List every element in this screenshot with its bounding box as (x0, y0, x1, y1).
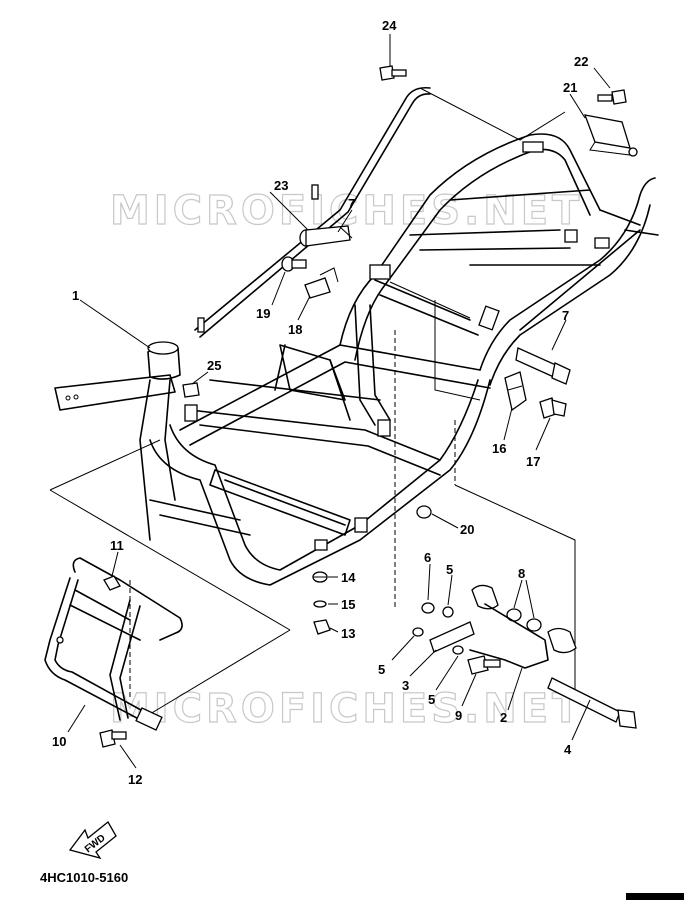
part-9-bolt (467, 655, 501, 675)
callout-7-upper: 7 (348, 196, 355, 211)
callout-19: 19 (256, 306, 270, 321)
callout-18: 18 (288, 322, 302, 337)
part-19-bolt (281, 256, 307, 272)
callout-5-top: 5 (446, 562, 453, 577)
part-25-pad (182, 382, 200, 398)
part-24-bolt (379, 65, 407, 81)
part-7-bolt-right (515, 347, 571, 385)
fwd-arrow-icon: FWD (68, 821, 117, 860)
part-12-bolt (99, 729, 127, 748)
part-2-mount-bracket (469, 584, 577, 669)
leader-lines (67, 34, 611, 769)
part-5-collars (412, 606, 464, 655)
corner-bar (626, 893, 684, 900)
part-11-nut (103, 575, 121, 591)
callout-7-right: 7 (562, 308, 569, 323)
callout-16: 16 (492, 441, 506, 456)
callout-13: 13 (341, 626, 355, 641)
part-20-nut (416, 505, 432, 519)
callout-22: 22 (574, 54, 588, 69)
part-22-bolt (597, 89, 627, 105)
callout-20: 20 (460, 522, 474, 537)
callout-21: 21 (563, 80, 577, 95)
part-14-bolt (312, 571, 328, 583)
callout-3: 3 (402, 678, 409, 693)
callout-labels: 24 22 21 23 7 1 19 18 25 7 16 17 20 11 1… (52, 18, 588, 787)
callout-25: 25 (207, 358, 221, 373)
callout-9: 9 (455, 708, 462, 723)
frame-outline-lines (49, 87, 576, 721)
callout-17: 17 (526, 454, 540, 469)
callout-23: 23 (274, 178, 288, 193)
callout-6: 6 (424, 550, 431, 565)
part-3-collar (429, 621, 475, 653)
main-frame (54, 133, 659, 586)
part-18-clip (304, 267, 339, 299)
callout-1: 1 (72, 288, 79, 303)
part-code-label: 4HC1010-5160 (40, 870, 128, 885)
watermark-bottom: MICROFICHES.NET (110, 686, 583, 732)
callout-8: 8 (518, 566, 525, 581)
callout-24: 24 (382, 18, 397, 33)
callout-11: 11 (110, 538, 124, 553)
callout-5-bottom: 5 (428, 692, 435, 707)
callout-12: 12 (128, 772, 142, 787)
part-16-bracket (504, 371, 527, 412)
part-13-nut (313, 619, 331, 635)
part-21-bracket (583, 114, 638, 157)
part-4-long-bolt (547, 677, 637, 729)
part-17-bolt (539, 397, 567, 419)
part-6-washer (421, 602, 435, 614)
callout-10: 10 (52, 734, 66, 749)
part-8-nuts (506, 608, 542, 632)
part-15-washer (313, 600, 327, 608)
callout-5-left: 5 (378, 662, 385, 677)
part-23-upper-tube (194, 86, 431, 338)
part-10-front-guard (44, 557, 183, 731)
callout-14: 14 (341, 570, 356, 585)
callout-4: 4 (564, 742, 572, 757)
callout-2: 2 (500, 710, 507, 725)
callout-15: 15 (341, 597, 355, 612)
